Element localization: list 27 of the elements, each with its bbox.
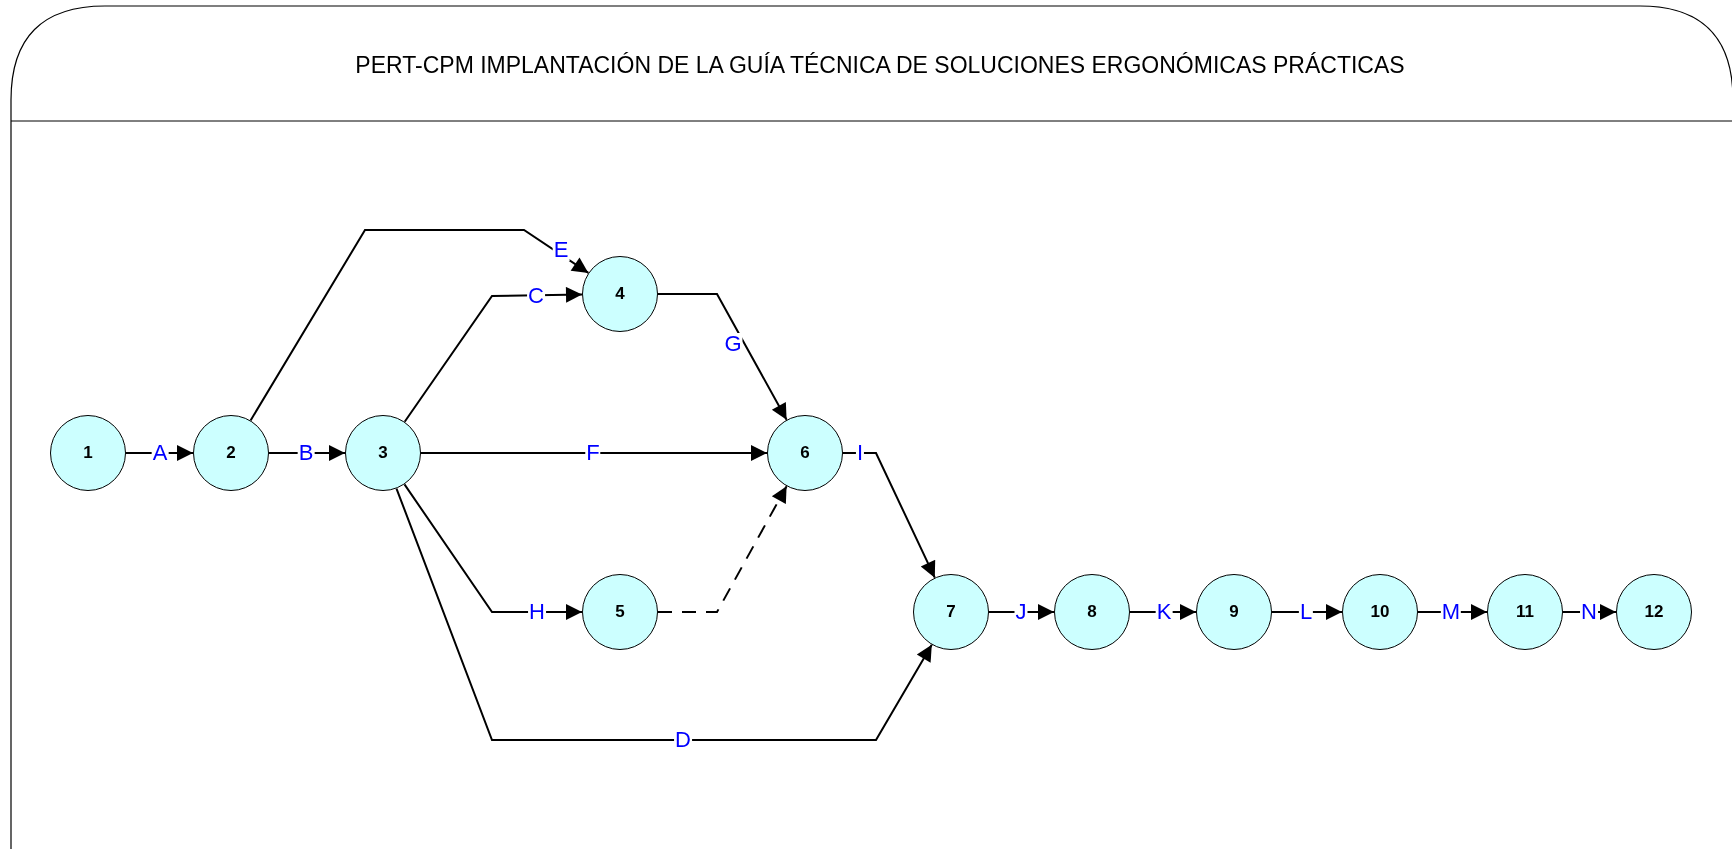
arrow bbox=[1271, 604, 1343, 620]
node-number: 2 bbox=[226, 443, 236, 463]
arrow bbox=[420, 445, 768, 461]
node-number: 8 bbox=[1087, 602, 1097, 622]
node-number: 9 bbox=[1229, 602, 1239, 622]
arrow bbox=[1129, 604, 1197, 620]
arrow bbox=[988, 604, 1055, 620]
node-number: 6 bbox=[800, 443, 810, 463]
node-number: 1 bbox=[83, 443, 93, 463]
node-number: 12 bbox=[1644, 602, 1664, 622]
arrow bbox=[842, 452, 936, 579]
node-number: 11 bbox=[1516, 602, 1534, 622]
node-number: 10 bbox=[1370, 602, 1390, 622]
dashed-arrow bbox=[657, 485, 788, 613]
node-number: 7 bbox=[946, 602, 956, 622]
node-number: 5 bbox=[615, 602, 625, 622]
node-number: 3 bbox=[378, 443, 388, 463]
diagram-title: PERT-CPM IMPLANTACIÓN DE LA GUÍA TÉCNICA DE SOLUCIONES ERGONÓMICAS PRÁCTICAS bbox=[354, 52, 1406, 79]
arrow bbox=[125, 445, 194, 461]
arrow bbox=[268, 445, 346, 461]
arrow bbox=[395, 487, 933, 741]
node-number: 4 bbox=[615, 284, 625, 304]
arrow bbox=[657, 293, 788, 421]
edge-label: E bbox=[552, 239, 570, 261]
arrow bbox=[403, 286, 583, 423]
arrow bbox=[403, 483, 583, 620]
arrow bbox=[249, 229, 590, 422]
